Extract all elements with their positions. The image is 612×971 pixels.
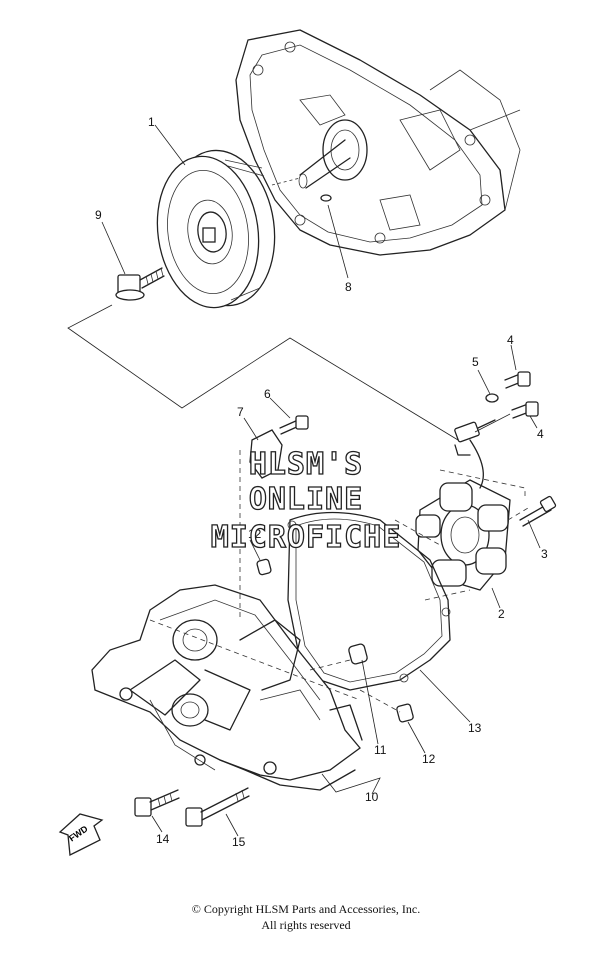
cover-bolts xyxy=(134,787,250,827)
flywheel-rotor xyxy=(156,149,276,309)
stator-bolt xyxy=(519,495,557,527)
callout-11: 11 xyxy=(374,743,387,757)
watermark-line-3: MICROFICHE xyxy=(211,520,402,555)
callout-13: 13 xyxy=(468,721,482,735)
callout-4a: 4 xyxy=(507,333,514,347)
crankcase-cover xyxy=(91,450,451,791)
washer xyxy=(485,393,499,403)
pickup-coil xyxy=(454,419,496,456)
callout-10: 10 xyxy=(365,790,379,804)
callout-15: 15 xyxy=(232,835,246,849)
watermark-line-1: HLSM'S xyxy=(249,447,363,482)
callout-7: 7 xyxy=(237,405,244,419)
rights-text: All rights reserved xyxy=(261,918,351,932)
callout-6: 6 xyxy=(264,387,271,401)
callout-labels: 1 2 3 4 4 5 6 7 8 9 10 11 12 12 13 14 15 xyxy=(95,115,548,849)
callout-9: 9 xyxy=(95,208,102,222)
callout-3: 3 xyxy=(541,547,548,561)
callout-1: 1 xyxy=(148,115,155,129)
callout-14: 14 xyxy=(156,832,170,846)
forward-arrow-icon: FWD xyxy=(58,813,104,857)
dowel-pins xyxy=(256,558,414,723)
lead-clamp xyxy=(249,415,309,479)
leader-lines xyxy=(101,124,541,837)
pickup-bolts xyxy=(474,371,539,433)
callout-12b: 12 xyxy=(422,752,436,766)
flywheel-bolt xyxy=(115,267,165,301)
engine-housing xyxy=(235,29,521,256)
callout-5: 5 xyxy=(472,355,479,369)
watermark: HLSM'S ONLINE MICROFICHE xyxy=(210,446,402,555)
callout-12a: 12 xyxy=(248,527,262,541)
callout-8: 8 xyxy=(345,280,352,294)
copyright-text: © Copyright HLSM Parts and Accessories, … xyxy=(191,902,421,916)
watermark-line-2: ONLINE xyxy=(249,482,363,517)
callout-2: 2 xyxy=(498,607,505,621)
callout-4b: 4 xyxy=(537,427,544,441)
stator-coil xyxy=(394,439,529,601)
